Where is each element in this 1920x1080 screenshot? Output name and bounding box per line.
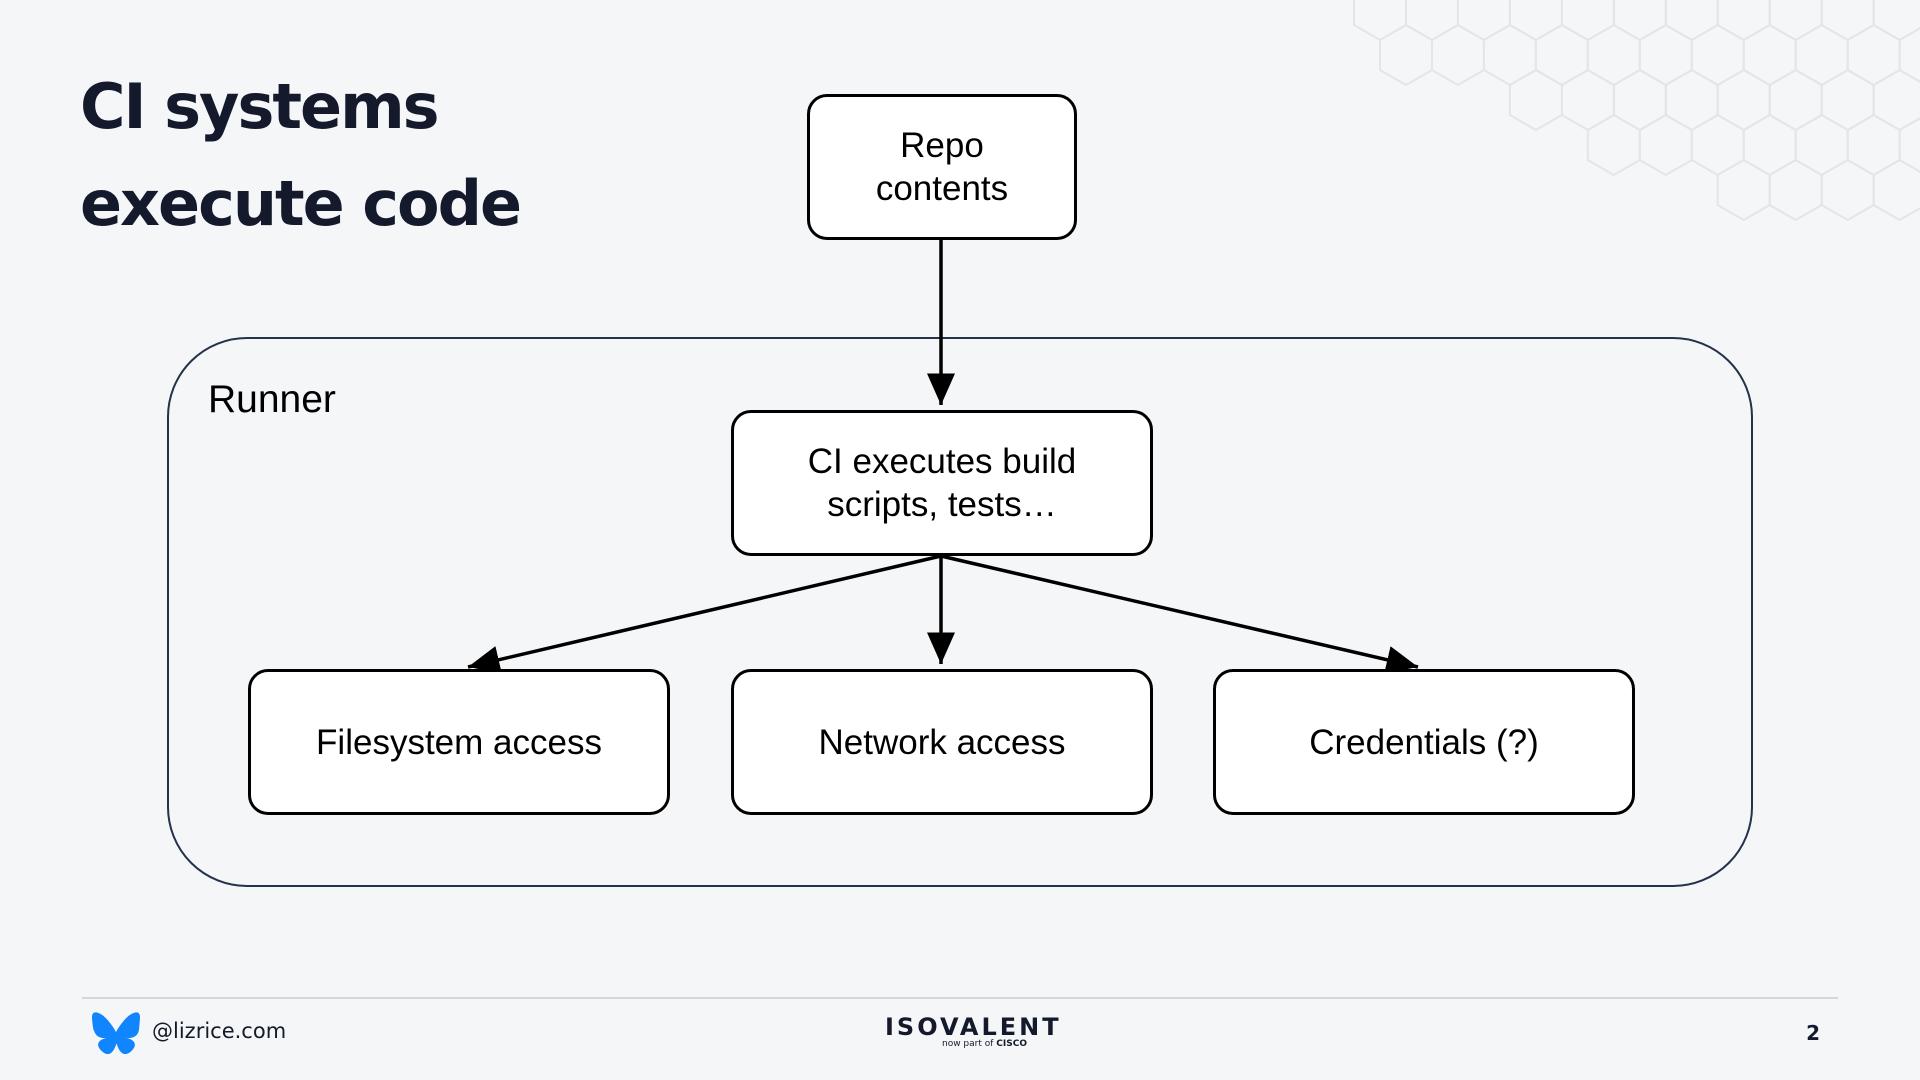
logo-tagline-brand: CISCO [996, 1039, 1027, 1049]
node-filesystem-access: Filesystem access [248, 669, 670, 815]
node-network-access-label: Network access [818, 722, 1066, 762]
isovalent-logo: ISOVALENT now part of CISCO [885, 1013, 1062, 1049]
logo-tagline-prefix: now part of [941, 1039, 994, 1049]
slide-title-line-1: CI systems [80, 70, 440, 143]
slide-title: CI systems execute code [80, 58, 600, 252]
edge-ci-to-filesystem [467, 554, 942, 674]
node-ci-executes-label: CI executes build scripts, tests… [807, 442, 1077, 524]
node-filesystem-access-label: Filesystem access [316, 722, 602, 762]
hexagon-shape [1872, 158, 1920, 222]
slide-title-line-2: execute code [80, 167, 522, 240]
node-credentials-label: Credentials (?) [1309, 722, 1539, 762]
runner-label: Runner [208, 378, 336, 421]
node-repo-contents: Repo contents [807, 94, 1077, 240]
runner-container [167, 337, 1753, 887]
footer-divider [82, 997, 1838, 999]
edge-ci-to-credentials [940, 554, 1419, 674]
node-credentials: Credentials (?) [1213, 669, 1635, 815]
node-network-access: Network access [731, 669, 1153, 815]
logo-tagline: now part of CISCO [885, 1039, 1035, 1049]
bluesky-butterfly-icon [92, 1012, 140, 1054]
node-repo-contents-label: Repo contents [875, 126, 1009, 208]
node-ci-executes: CI executes build scripts, tests… [731, 410, 1153, 556]
social-handle: @lizrice.com [152, 1019, 287, 1043]
hexagon-pattern-decoration [1353, 0, 1920, 222]
page-number: 2 [1806, 1021, 1820, 1045]
logo-wordmark: ISOVALENT [885, 1013, 1062, 1041]
